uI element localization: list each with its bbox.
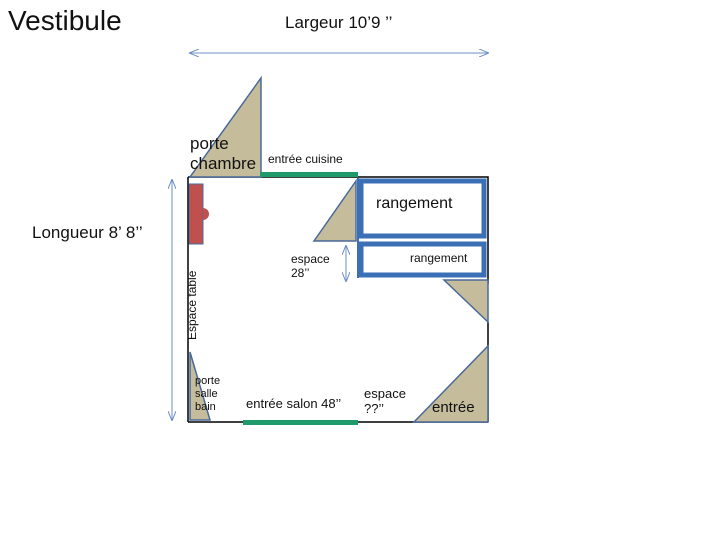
table-chair bbox=[203, 208, 209, 220]
bedroom-door-label: porte chambre bbox=[190, 134, 257, 174]
length-label: Longueur 8’ 8’’ bbox=[32, 223, 143, 242]
main-entrance-label: entrée bbox=[432, 399, 475, 416]
bedroom-door bbox=[188, 75, 262, 178]
main-entrance-door bbox=[412, 344, 489, 423]
storage-upper bbox=[358, 178, 487, 239]
width-label: Largeur 10’9 ’’ bbox=[285, 13, 393, 32]
table-space-label: Espace table bbox=[185, 270, 199, 340]
bathroom-door bbox=[189, 351, 212, 421]
interior-door-swing bbox=[312, 178, 357, 242]
storage-lower bbox=[358, 241, 487, 278]
storage-upper-label: rangement bbox=[376, 195, 453, 212]
table bbox=[188, 183, 204, 245]
kitchen-entrance-label: entrée cuisine bbox=[268, 152, 343, 166]
living-room-opening bbox=[243, 420, 358, 425]
living-room-entrance-label: entrée salon 48’’ bbox=[246, 396, 342, 411]
space-unknown-label: espace ??’’ bbox=[364, 386, 406, 416]
space-28-label: espace 28’’ bbox=[291, 252, 330, 280]
page-title: Vestibule bbox=[8, 5, 122, 36]
storage-lower-label: rangement bbox=[410, 251, 468, 265]
kitchen-opening bbox=[260, 172, 358, 177]
right-wall-door bbox=[442, 279, 489, 324]
bathroom-door-label: porte salle bain bbox=[195, 375, 221, 414]
